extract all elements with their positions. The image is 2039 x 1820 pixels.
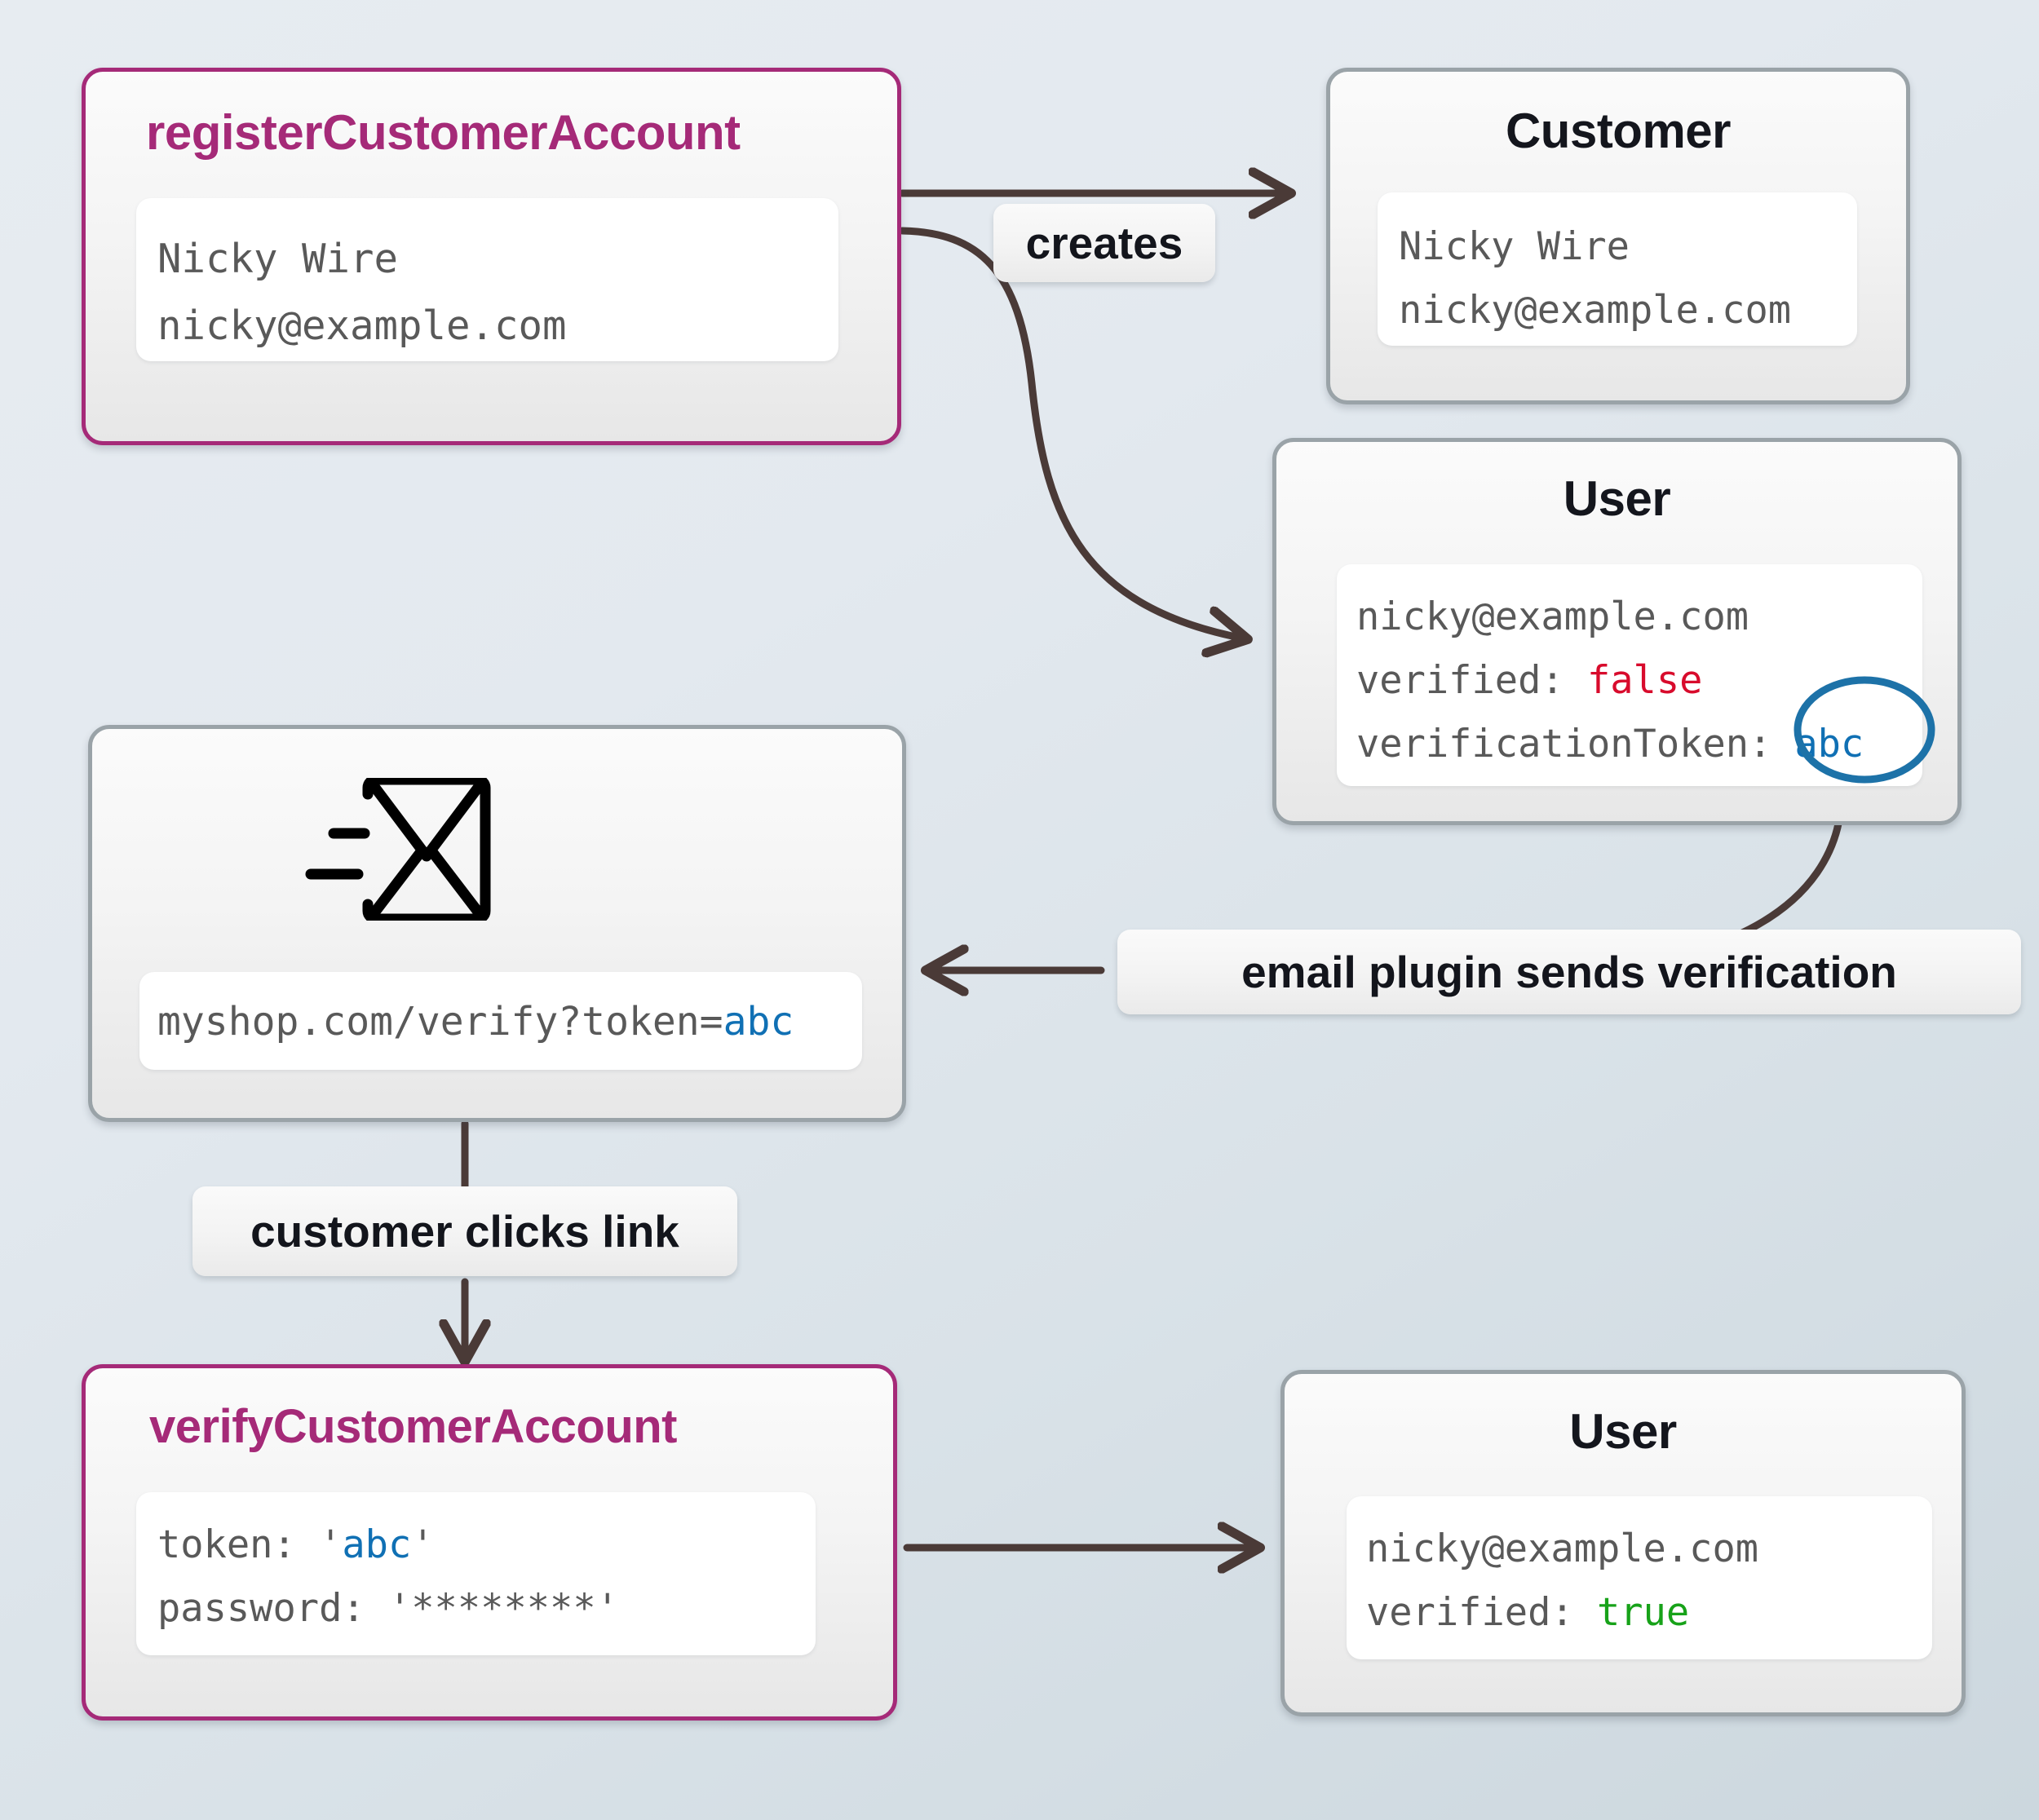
user-verified-email: nicky@example.com: [1366, 1526, 1759, 1571]
verify-token-row: token: 'abc': [157, 1513, 816, 1577]
node-user-unverified-panel: nicky@example.com verified: false verifi…: [1337, 564, 1922, 786]
verify-password-value: '********': [387, 1586, 619, 1631]
node-customer[interactable]: Customer Nicky Wire nicky@example.com: [1326, 68, 1910, 404]
verify-password-row: password: '********': [157, 1577, 816, 1641]
register-line-name: Nicky Wire: [157, 236, 399, 282]
node-email-message[interactable]: myshop.com/verify?token=abc: [88, 725, 906, 1122]
verify-token-key: token:: [157, 1522, 320, 1567]
node-register-title: registerCustomerAccount: [146, 105, 741, 160]
user-unverified-verified-value: false: [1586, 658, 1703, 703]
user-verified-verified-value: true: [1596, 1590, 1690, 1635]
verify-token-quote-close: ': [411, 1522, 435, 1567]
verify-token-value: abc: [342, 1522, 412, 1567]
email-url-prefix: myshop.com/verify?token=: [157, 999, 723, 1045]
sent-envelope-icon: [304, 774, 516, 925]
node-verify-title: verifyCustomerAccount: [149, 1400, 677, 1453]
edge-label-creates: creates: [993, 204, 1215, 282]
user-unverified-email: nicky@example.com: [1356, 594, 1749, 639]
email-url-row: myshop.com/verify?token=abc: [157, 996, 862, 1047]
node-verify-customer-account[interactable]: verifyCustomerAccount token: 'abc' passw…: [82, 1364, 897, 1721]
node-user-verified[interactable]: User nicky@example.com verified: true: [1280, 1370, 1966, 1716]
node-email-url-panel: myshop.com/verify?token=abc: [139, 972, 862, 1070]
verify-token-quote-open: ': [319, 1522, 343, 1567]
register-line-email: nicky@example.com: [157, 303, 567, 349]
node-customer-title: Customer: [1505, 104, 1732, 158]
sent-envelope-glyph: [305, 774, 491, 925]
node-register-panel: Nicky Wire nicky@example.com: [136, 198, 838, 361]
node-user-verified-panel: nicky@example.com verified: true: [1347, 1496, 1932, 1659]
node-user-unverified[interactable]: User nicky@example.com verified: false v…: [1272, 438, 1962, 825]
user-unverified-verified-row: verified: false: [1356, 649, 1922, 713]
edge-label-customer-clicks-link: customer clicks link: [192, 1186, 737, 1276]
user-unverified-verified-key: verified:: [1356, 658, 1587, 703]
user-verified-verified-row: verified: true: [1366, 1581, 1932, 1645]
edge-creates-user: [898, 227, 1244, 638]
node-user-verified-title: User: [1569, 1404, 1677, 1459]
node-user-unverified-title: User: [1563, 471, 1671, 526]
node-verify-panel: token: 'abc' password: '********': [136, 1492, 816, 1655]
user-verified-verified-key: verified:: [1366, 1590, 1597, 1635]
node-register-customer-account[interactable]: registerCustomerAccount Nicky Wire nicky…: [82, 68, 901, 445]
user-unverified-token-value: abc: [1794, 722, 1864, 766]
node-customer-panel: Nicky Wire nicky@example.com: [1378, 192, 1857, 346]
customer-line-email: nicky@example.com: [1399, 288, 1792, 333]
customer-line-name: Nicky Wire: [1399, 224, 1630, 269]
email-url-token: abc: [723, 999, 794, 1045]
user-unverified-token-key: verificationToken:: [1356, 722, 1772, 766]
verify-password-key: password:: [157, 1586, 388, 1631]
edge-label-email-plugin-sends-verification: email plugin sends verification: [1117, 930, 2021, 1014]
user-unverified-token-row: verificationToken: abc: [1356, 713, 1922, 776]
